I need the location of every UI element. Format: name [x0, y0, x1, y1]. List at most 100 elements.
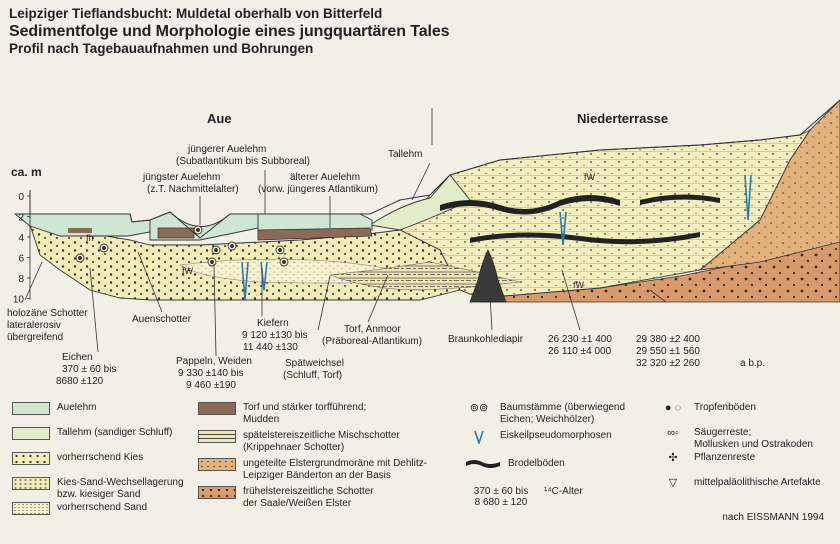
torf-band-1 [157, 227, 195, 239]
legend-label: Tropfenböden [694, 402, 756, 414]
label-holozaene-3: übergreifend [7, 332, 63, 343]
baumstaemme [75, 225, 289, 267]
legend-item-brodel: Brodelböden [466, 458, 565, 473]
label-fw-3: fW [584, 172, 596, 182]
legend-item-tallehm: Tallehm (sandiger Schluff) [12, 427, 172, 440]
legend-swatch-kies-sand [12, 477, 50, 490]
legend-label-line: Torf und stärker torfführend; [243, 402, 367, 413]
legend-label-line: Tallehm (sandiger Schluff) [57, 427, 173, 438]
legend-item-torf: Torf und stärker torfführend;Mudden [198, 402, 366, 426]
legend-label-line: vorherrschend Sand [57, 502, 148, 513]
label-juengerer-auelehm-2: (Subatlantikum bis Subboreal) [176, 156, 310, 167]
label-nt-date-3: 29 380 ±2 400 [636, 334, 700, 345]
label-spaetweichsel-2: (Schluff, Torf) [283, 370, 342, 381]
credit: nach EISSMANN 1994 [722, 512, 824, 523]
region-niederterrasse: Niederterrasse [577, 111, 668, 126]
legend-label-line: der Saale/Weißen Elster [243, 498, 352, 509]
header: Leipziger Tieflandsbucht: Muldetal oberh… [9, 6, 450, 58]
label-juengster-auelehm-2: (z.T. Nachmittelalter) [147, 184, 239, 195]
legend-label: Pflanzenreste [694, 452, 755, 464]
label-nt-date-2: 26 110 ±4 000 [548, 346, 612, 357]
label-tallehm: Tallehm [388, 149, 422, 160]
label-torf-2: (Präboreal-Atlantikum) [322, 336, 422, 347]
legend-label: vorherrschend Sand [57, 502, 147, 514]
region-aue: Aue [207, 111, 232, 126]
legend-label: ¹⁴C-Alter [544, 486, 583, 498]
depth-tick-label: 2 [18, 213, 24, 224]
alter-date-2: 8 680 ± 120 [474, 497, 528, 508]
legend-item-vorherrschend-kies: vorherrschend Kies [12, 452, 143, 465]
legend-item-moraene: ungeteilte Elstergrundmoräne mit Dehlitz… [198, 458, 427, 482]
legend-swatch-torf [198, 402, 236, 415]
label-nt-date-1: 26 230 ±1 400 [548, 334, 612, 345]
leader-lines [24, 108, 667, 357]
label-kiefern-date-1: 9 120 ±130 bis [242, 330, 308, 341]
legend-item-pflanzen: ✣Pflanzenreste [660, 452, 755, 464]
legend-label-line: Tropfenböden [694, 402, 756, 413]
legend-item-saeuger: ∞◦ Säugerreste;Mollusken und Ostrakoden [660, 427, 813, 451]
label-fw-1: fW [182, 266, 194, 276]
legend-label-line: Mollusken und Ostrakoden [694, 439, 813, 450]
label-fh: fh [86, 233, 94, 243]
legend-swatch-saale [198, 486, 236, 499]
eiskeil-icon [466, 430, 492, 447]
legend-label-line: (Krippehnaer Schotter) [243, 442, 345, 453]
legend-label: Tallehm (sandiger Schluff) [57, 427, 172, 439]
brodel-icon [466, 458, 500, 473]
legend-item-mischschotter: spätelstereiszeitliche Mischschotter(Kri… [198, 430, 400, 454]
legend-label-line: frühelstereiszeitliche Schotter [243, 486, 374, 497]
label-juengster-auelehm: jüngster Auelehm [142, 172, 220, 183]
saeuger-icon: ∞◦ [667, 427, 679, 439]
profile-labels: jüngerer Auelehm (Subatlantikum bis Subb… [7, 144, 765, 390]
legend-item-eiskeil: Eiskeilpseudomorphosen [466, 430, 612, 447]
title-line-3: Profil nach Tagebauaufnahmen und Bohrung… [9, 41, 314, 57]
legend-label: mittelpaläolithische Artefakte [694, 477, 821, 489]
label-pappeln: Pappeln, Weiden [176, 356, 252, 367]
legend-item-vorherrschend-sand: vorherrschend Sand [12, 502, 147, 515]
label-abp: a b.p. [740, 358, 765, 369]
legend-label: Eiskeilpseudomorphosen [500, 430, 612, 442]
label-pappeln-date-2: 9 460 ±190 [186, 380, 236, 390]
label-nt-date-4: 29 550 ±1 560 [636, 346, 700, 357]
alter-date-1: 370 ± 60 bis [473, 486, 529, 497]
label-holozaene: holozäne Schotter [7, 308, 88, 319]
misch-schotter-band [329, 261, 521, 291]
label-braunkohle: Braunkohlediapir [448, 334, 524, 345]
title-line-2: Sedimentfolge und Morphologie eines jung… [9, 23, 450, 41]
legend-label-line: Auelehm [57, 402, 97, 413]
braunkohlediapir [469, 249, 507, 303]
label-juengerer-auelehm: jüngerer Auelehm [187, 144, 266, 155]
label-nt-date-5: 32 320 ±2 260 [636, 358, 700, 369]
torf-band-3 [68, 228, 92, 233]
label-spaetweichsel: Spätweichsel [285, 358, 344, 369]
label-aelterer-auelehm-2: (vorw. jüngeres Atlantikum) [258, 184, 378, 195]
legend-label-line: ¹⁴C-Alter [544, 486, 583, 497]
label-eichen-date-2: 8680 ±120 [56, 376, 104, 387]
legend-label: ungeteilte Elstergrundmoräne mit Dehlitz… [243, 458, 427, 482]
legend-label: spätelstereiszeitliche Mischschotter(Kri… [243, 430, 400, 454]
legend-swatch-vorherrschend-kies [12, 452, 50, 465]
baumstaemme-icon: ⊚⊚ [469, 402, 489, 414]
legend-label-line: bzw. kiesiger Sand [57, 489, 141, 500]
eiskeil-3 [559, 211, 567, 246]
surface-line [29, 99, 840, 239]
depth-tick-label: 8 [18, 274, 24, 285]
label-kiefern: Kiefern [257, 318, 289, 329]
legend-swatch-vorherrschend-sand [12, 502, 50, 515]
legend-label: Säugerreste;Mollusken und Ostrakoden [694, 427, 813, 451]
legend-swatch-moraene [198, 458, 236, 471]
label-eichen-date-1: 370 ± 60 bis [62, 364, 116, 375]
legend-label-line: Leipziger Bänderton an der Basis [243, 470, 391, 481]
tallehm-layer [368, 174, 471, 231]
label-fw-2: fW [573, 280, 585, 290]
legend-label-line: Baumstämme (überwiegend [500, 402, 626, 413]
label-holozaene-2: lateralerosiv [7, 320, 61, 331]
legend-label-line: Brodelböden [508, 458, 565, 469]
brodelboden-3 [640, 194, 720, 205]
